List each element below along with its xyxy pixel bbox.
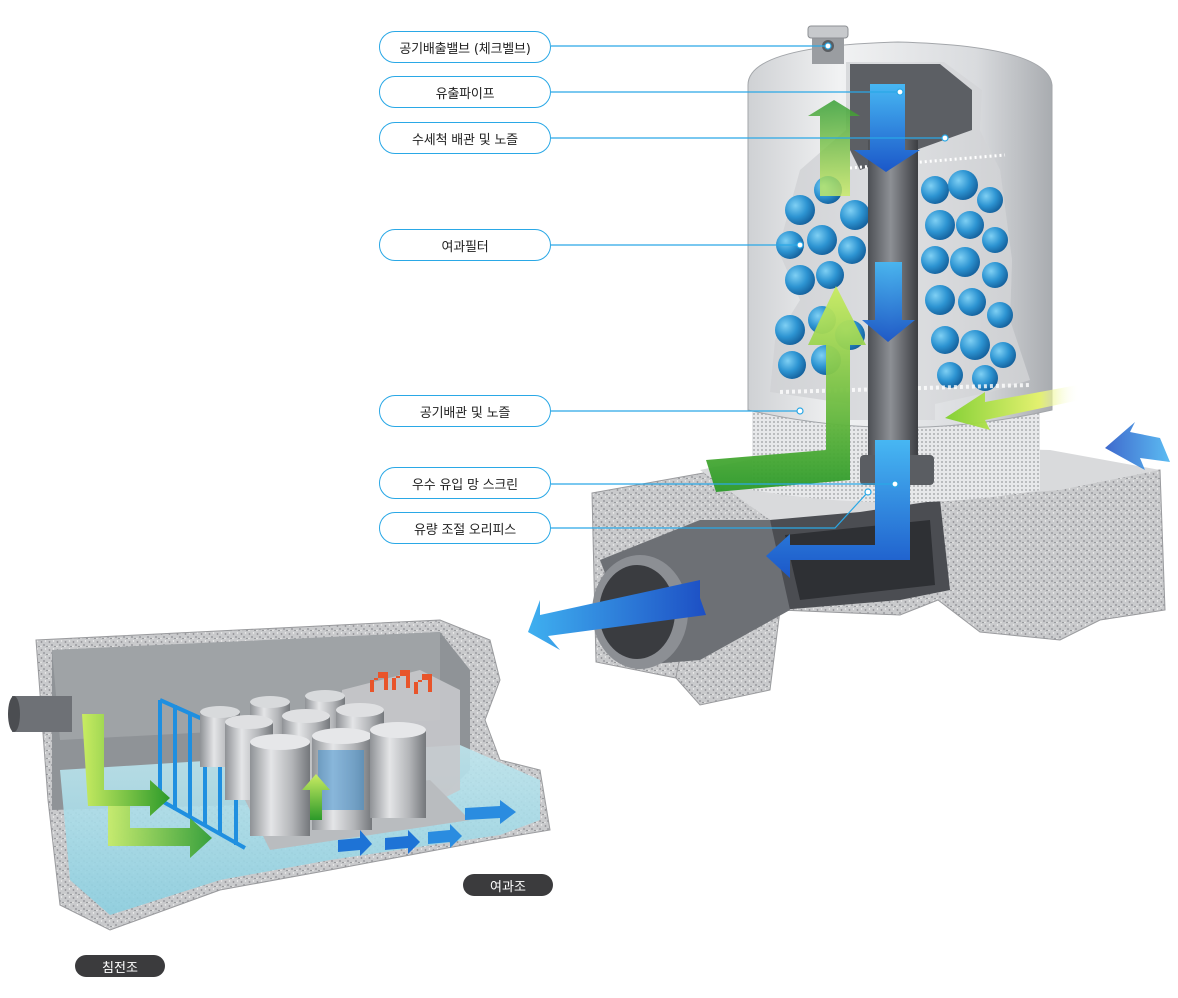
tank-illustration (8, 619, 551, 931)
callout-outlet-pipe: 유출파이프 (379, 76, 551, 108)
callout-filter: 여과필터 (379, 229, 551, 261)
filtration-tank-label: 여과조 (463, 874, 553, 896)
callout-orifice: 유량 조절 오리피스 (379, 512, 551, 544)
sedimentation-tank-label: 침전조 (75, 955, 165, 977)
callout-air-valve: 공기배출밸브 (체크벨브) (379, 31, 551, 63)
filter-unit-illustration (528, 25, 1170, 706)
callout-leader-lines (551, 42, 949, 529)
callout-air-nozzle: 공기배관 및 노즐 (379, 395, 551, 427)
callout-wash-nozzle: 수세척 배관 및 노즐 (379, 122, 551, 154)
callout-screen: 우수 유입 망 스크린 (379, 467, 551, 499)
